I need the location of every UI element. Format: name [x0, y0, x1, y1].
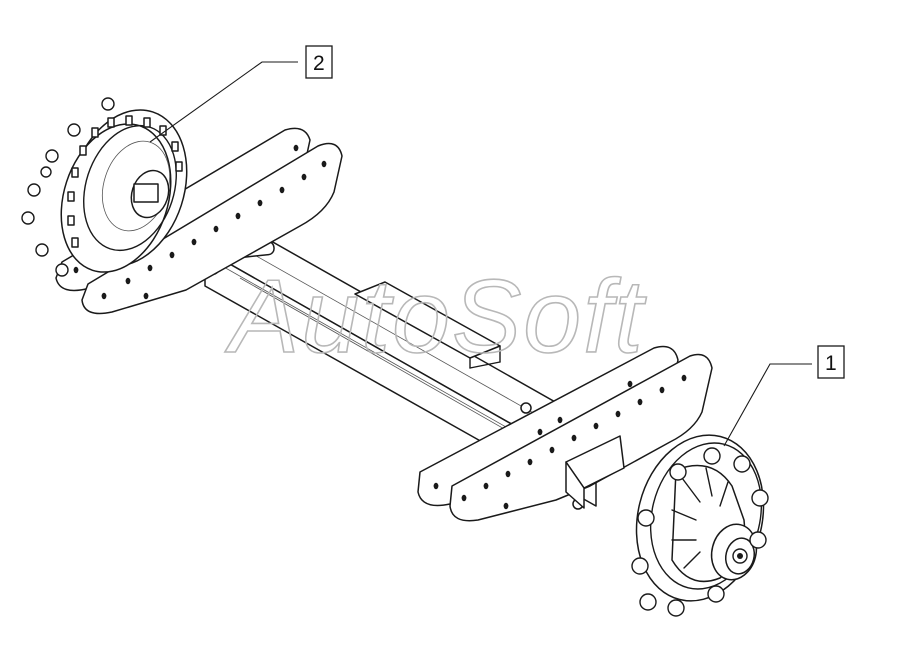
callout-2: 2: [149, 45, 333, 143]
callout-1-box: [817, 345, 845, 379]
callout-1-label: 1: [825, 352, 837, 375]
callout-2-box: [305, 45, 333, 79]
watermark-text: AutoSoft: [224, 259, 647, 375]
left-wheel-hub: [21, 97, 188, 277]
left-hub-slots: [67, 115, 183, 248]
right-hub-nuts: [631, 447, 769, 617]
right-wheel-hub: [631, 434, 769, 617]
left-hub-nuts: [21, 97, 115, 277]
right-plate-holes: [433, 374, 687, 510]
right-mounting-plates: [417, 345, 713, 522]
callout-2-label: 2: [313, 52, 325, 75]
callout-1: 1: [723, 345, 845, 447]
